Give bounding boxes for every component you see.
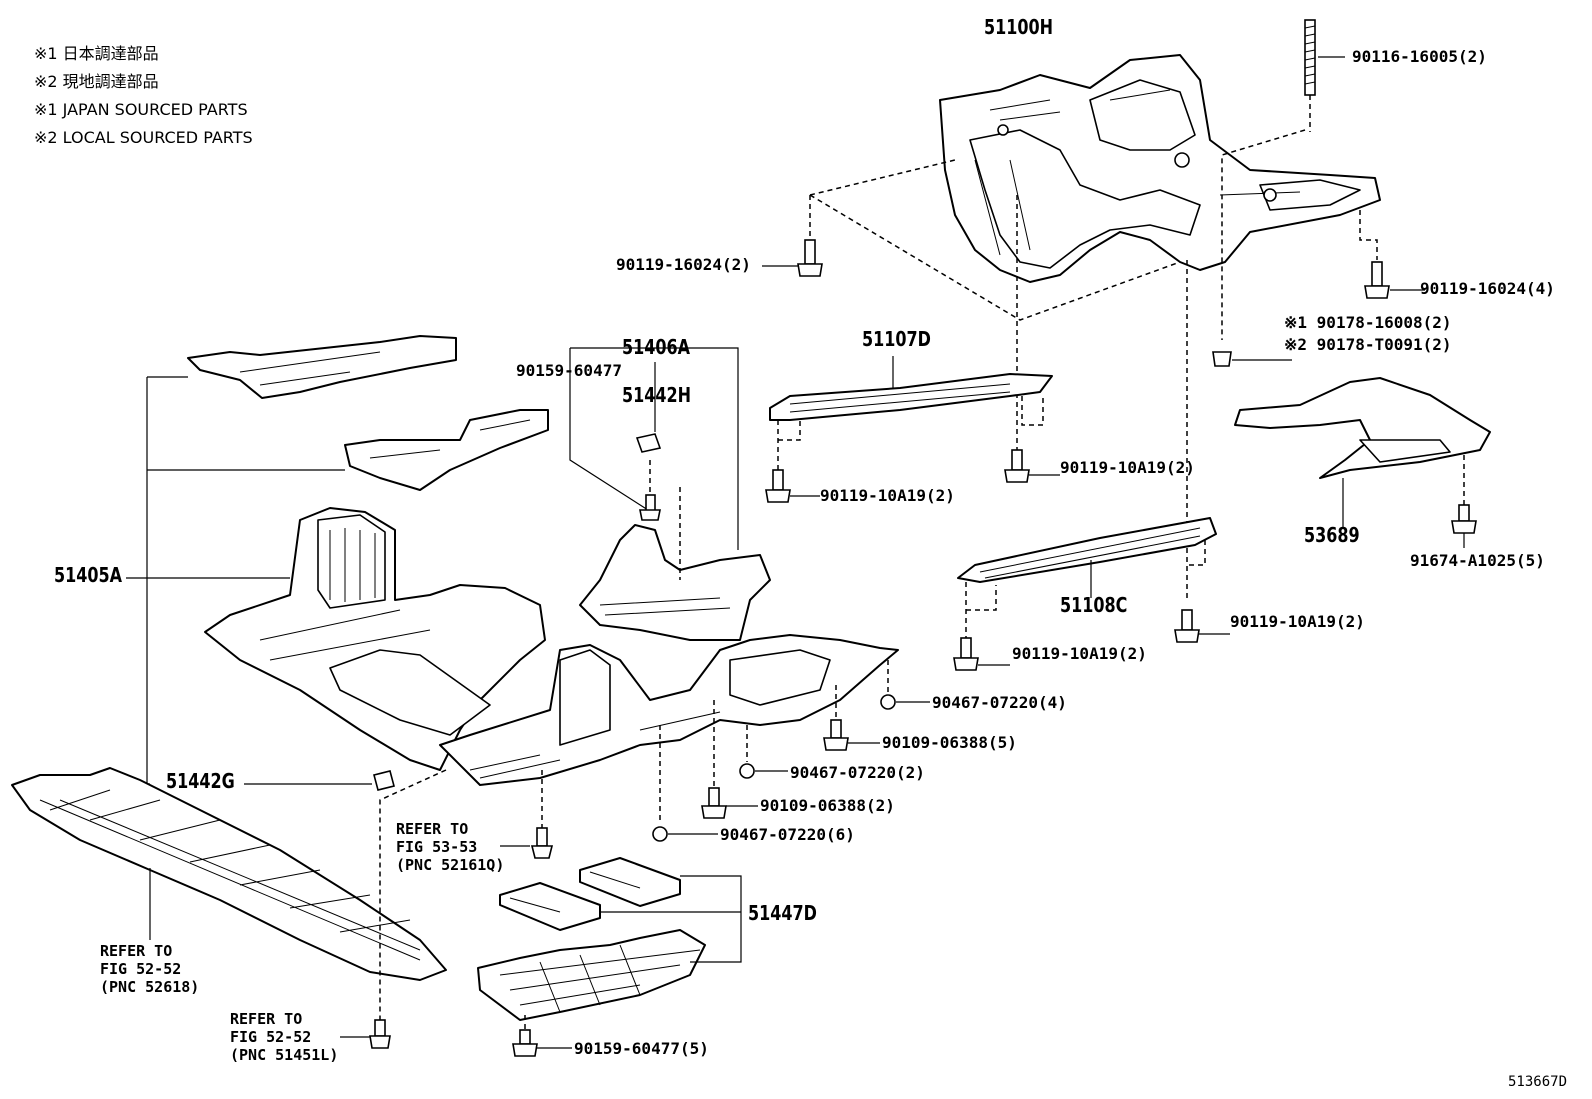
label-51107d: 51107D (862, 327, 931, 351)
bumper-lower (11, 767, 447, 981)
crossmember-51100h (939, 54, 1381, 283)
nut-90467-4 (880, 694, 930, 710)
stud-90116 (1304, 19, 1345, 96)
service-cover-3 (477, 929, 706, 1021)
label-90119-10a19-d: 90119-10A19(2) (1230, 612, 1365, 631)
shield-upper-1 (187, 335, 457, 399)
bolt-90109-2 (701, 787, 758, 819)
label-51442h: 51442H (622, 383, 692, 407)
refer-pnc: (PNC 52161Q) (396, 856, 505, 874)
label-90109-06388-2: 90109-06388(2) (760, 796, 895, 815)
bracket-51406a (579, 524, 771, 641)
label-90119-16024-2: 90119-16024(2) (616, 255, 751, 274)
label-90178-t0091: ※2 90178-T0091(2) (1284, 335, 1452, 354)
brace-51108c (957, 517, 1217, 598)
label-90467-07220-6: 90467-07220(6) (720, 825, 855, 844)
label-90119-10a19-c: 90119-10A19(2) (1012, 644, 1147, 663)
service-cover-2 (579, 857, 681, 907)
label-51447d: 51447D (748, 901, 817, 925)
label-90467-07220-4: 90467-07220(4) (932, 693, 1067, 712)
bolt-90159-a (639, 494, 661, 521)
label-90119-10a19-b: 90119-10A19(2) (1060, 458, 1195, 477)
legend: ※1 日本調達部品 ※2 現地調達部品 ※1 JAPAN SOURCED PAR… (34, 40, 253, 152)
bolt-90119-10a19-d (1174, 609, 1230, 643)
legend-line-4: ※2 LOCAL SOURCED PARTS (34, 128, 253, 147)
bolt-90119-16024-right (1364, 261, 1425, 299)
engine-undercover-51405a (204, 507, 546, 771)
refer-fig-52-52-a: REFER TO FIG 52-52 (PNC 52618) (100, 942, 199, 996)
refer-fig: FIG 53-53 (396, 838, 478, 856)
center-undercover (439, 634, 899, 786)
refer-line: REFER TO (100, 942, 173, 960)
bolt-90119-10a19-b (1004, 449, 1060, 483)
legend-line-2: ※2 現地調達部品 (34, 72, 159, 91)
nut-90467-6 (652, 826, 718, 842)
label-90178-16008: ※1 90178-16008(2) (1284, 313, 1452, 332)
label-90159-60477-5: 90159-60477(5) (574, 1039, 709, 1058)
shield-upper-2 (344, 409, 549, 491)
service-cover-1 (499, 882, 601, 931)
label-90159-60477: 90159-60477 (516, 361, 622, 380)
clip-52161q (500, 827, 554, 859)
figure-id: 513667D (1508, 1074, 1568, 1090)
nut-90467-2 (739, 763, 788, 779)
bolt-91674 (1451, 504, 1477, 548)
refer-fig-52-52-b: REFER TO FIG 52-52 (PNC 51451L) (230, 1010, 338, 1064)
label-90467-07220-2: 90467-07220(2) (790, 763, 925, 782)
bolt-90119-16024-left (762, 239, 823, 277)
refer-line: REFER TO (396, 820, 469, 838)
clip-51442h (635, 433, 662, 453)
label-90119-10a19-a: 90119-10A19(2) (820, 486, 955, 505)
refer-pnc: (PNC 51451L) (230, 1046, 339, 1064)
label-51406a: 51406A (622, 335, 691, 359)
bolt-90119-10a19-a (765, 469, 820, 503)
bolt-90109-5 (823, 719, 880, 751)
label-90109-06388-5: 90109-06388(5) (882, 733, 1017, 752)
label-90119-16024-4: 90119-16024(4) (1420, 279, 1555, 298)
label-51405a: 51405A (54, 563, 123, 587)
refer-fig: FIG 52-52 (230, 1028, 312, 1046)
refer-fig: FIG 52-52 (100, 960, 182, 978)
label-53689: 53689 (1304, 523, 1360, 547)
label-91674-a1025: 91674-A1025(5) (1410, 551, 1545, 570)
clip-51442g (244, 770, 395, 791)
label-51100h: 51100H (984, 15, 1054, 39)
bracket-53689 (1234, 377, 1491, 528)
refer-pnc: (PNC 52618) (100, 978, 200, 996)
brace-51107d (769, 356, 1053, 421)
label-51108c: 51108C (1060, 593, 1128, 617)
refer-fig-53-53: REFER TO FIG 53-53 (PNC 52161Q) (396, 820, 504, 874)
label-51442g: 51442G (166, 769, 235, 793)
legend-line-1: ※1 日本調達部品 (34, 44, 159, 63)
bolt-90119-10a19-c (953, 637, 1010, 671)
refer-line: REFER TO (230, 1010, 303, 1028)
label-90116-16005: 90116-16005(2) (1352, 47, 1487, 66)
legend-line-3: ※1 JAPAN SOURCED PARTS (34, 100, 248, 119)
bolt-90159-5 (512, 1029, 572, 1057)
clip-51451l (340, 1019, 391, 1049)
nut-90178 (1212, 351, 1292, 367)
